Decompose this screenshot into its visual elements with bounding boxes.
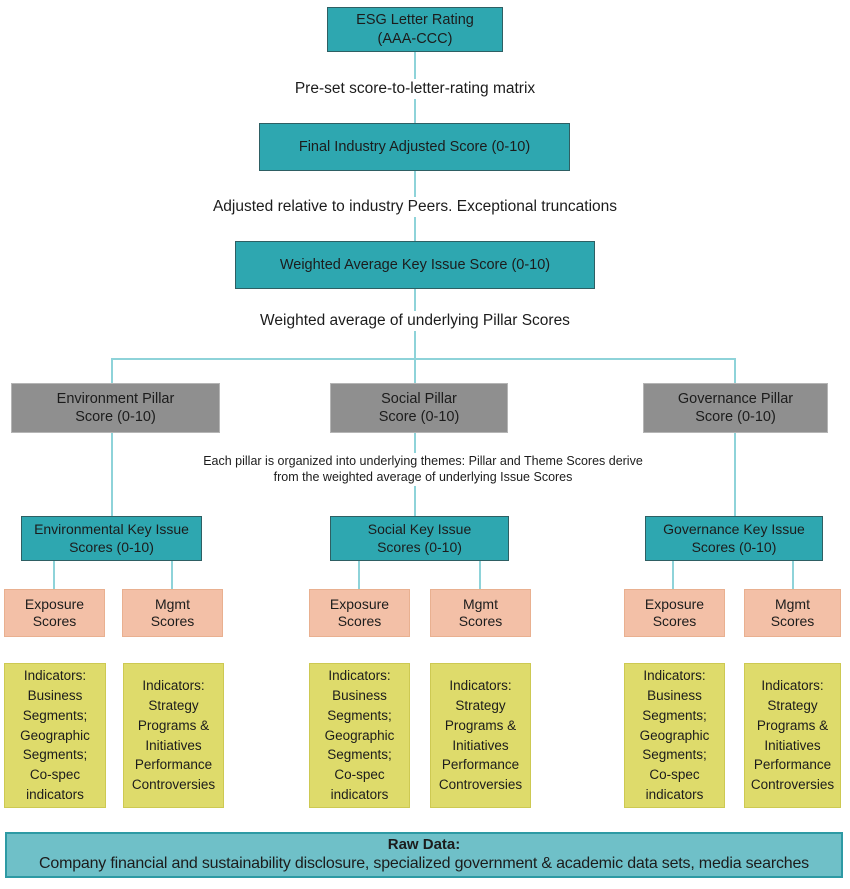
env-mgmt-indicators-box: Indicators: Strategy Programs & Initiati… [123,663,224,808]
env-mgmt-scores-box: Mgmt Scores [122,589,223,637]
connector-line [358,561,360,589]
governance-key-issue-scores-box: Governance Key Issue Scores (0-10) [645,516,823,561]
connector-line [53,561,55,589]
weighted-average-key-issue-score-box: Weighted Average Key Issue Score (0-10) [235,241,595,289]
raw-data-heading: Raw Data: [387,835,461,853]
environment-pillar-score-box: Environment Pillar Score (0-10) [11,383,220,433]
connector-line [672,561,674,589]
esg-letter-rating-box: ESG Letter Rating (AAA-CCC) [327,7,503,52]
raw-data-bar: Raw Data: Company financial and sustaina… [5,832,843,878]
caption-each-pillar-themes: Each pillar is organized into underlying… [140,453,706,486]
final-industry-adjusted-score-box: Final Industry Adjusted Score (0-10) [259,123,570,171]
connector-line [734,358,736,516]
social-mgmt-indicators-box: Indicators: Strategy Programs & Initiati… [430,663,531,808]
gov-mgmt-indicators-box: Indicators: Strategy Programs & Initiati… [744,663,841,808]
connector-line [171,561,173,589]
connector-line [111,358,113,516]
social-exposure-scores-box: Exposure Scores [309,589,410,637]
environmental-key-issue-scores-box: Environmental Key Issue Scores (0-10) [21,516,202,561]
social-exposure-indicators-box: Indicators: Business Segments; Geographi… [309,663,410,808]
gov-exposure-indicators-box: Indicators: Business Segments; Geographi… [624,663,725,808]
caption-score-to-letter-matrix: Pre-set score-to-letter-rating matrix [115,79,715,100]
gov-mgmt-scores-box: Mgmt Scores [744,589,841,637]
social-key-issue-scores-box: Social Key Issue Scores (0-10) [330,516,509,561]
caption-weighted-average-pillars: Weighted average of underlying Pillar Sc… [115,311,715,332]
connector-line [414,358,416,516]
connector-line [792,561,794,589]
connector-line [479,561,481,589]
caption-adjusted-relative: Adjusted relative to industry Peers. Exc… [115,197,715,218]
governance-pillar-score-box: Governance Pillar Score (0-10) [643,383,828,433]
social-mgmt-scores-box: Mgmt Scores [430,589,531,637]
connector-line [111,358,736,360]
gov-exposure-scores-box: Exposure Scores [624,589,725,637]
social-pillar-score-box: Social Pillar Score (0-10) [330,383,508,433]
raw-data-body: Company financial and sustainability dis… [39,855,809,873]
env-exposure-indicators-box: Indicators: Business Segments; Geographi… [4,663,106,808]
env-exposure-scores-box: Exposure Scores [4,589,105,637]
